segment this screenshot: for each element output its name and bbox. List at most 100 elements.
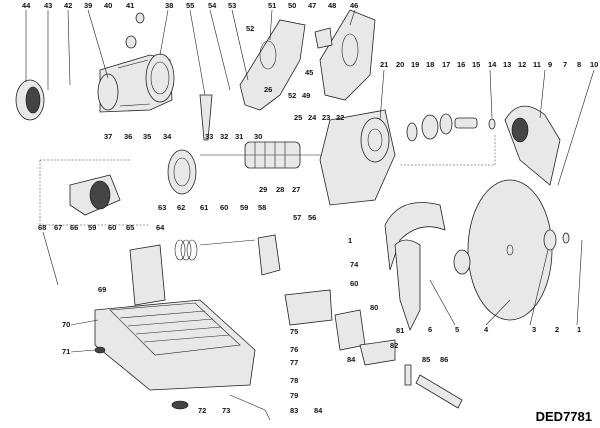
part-62-baffle bbox=[167, 149, 197, 195]
label-66: 66 bbox=[70, 223, 78, 232]
label-84: 84 bbox=[314, 406, 323, 415]
part-30-armature bbox=[200, 141, 340, 169]
label-1-top: 1 bbox=[348, 236, 352, 245]
part-55-grip bbox=[199, 94, 213, 141]
label-12: 12 bbox=[518, 60, 526, 69]
label-10: 10 bbox=[590, 60, 598, 69]
leader-lines bbox=[25, 9, 595, 353]
label-68: 68 bbox=[38, 223, 46, 232]
part-63-spring bbox=[174, 239, 198, 261]
label-39: 39 bbox=[84, 1, 92, 10]
label-42: 42 bbox=[64, 1, 72, 10]
label-74: 74 bbox=[350, 260, 359, 269]
part-76-vise-jaw bbox=[334, 309, 366, 351]
part-85-screw bbox=[404, 364, 412, 386]
label-52: 52 bbox=[246, 24, 254, 33]
label-43: 43 bbox=[44, 1, 52, 10]
part-71-foot bbox=[94, 346, 106, 354]
label-78: 78 bbox=[290, 376, 298, 385]
part-72-foot bbox=[171, 400, 189, 410]
label-34: 34 bbox=[163, 132, 172, 141]
label-46: 46 bbox=[350, 1, 358, 10]
label-63: 63 bbox=[158, 203, 166, 212]
label-27: 27 bbox=[292, 185, 300, 194]
label-61: 61 bbox=[200, 203, 208, 212]
label-71: 71 bbox=[62, 347, 70, 356]
part-2-washer bbox=[562, 232, 570, 244]
part-86-handle bbox=[415, 374, 463, 409]
label-47: 47 bbox=[308, 1, 316, 10]
label-60a: 60 bbox=[220, 203, 228, 212]
part-45-switch bbox=[314, 27, 333, 49]
label-49: 49 bbox=[302, 91, 310, 100]
label-45: 45 bbox=[305, 68, 313, 77]
part-21-gear-housing bbox=[319, 109, 396, 206]
label-13: 13 bbox=[503, 60, 511, 69]
label-29: 29 bbox=[259, 185, 267, 194]
label-38: 38 bbox=[165, 1, 173, 10]
callout-labels: 44 43 42 39 40 41 38 55 54 53 51 52 50 4… bbox=[22, 1, 598, 415]
label-32: 32 bbox=[220, 132, 228, 141]
label-18: 18 bbox=[426, 60, 434, 69]
label-77: 77 bbox=[290, 358, 298, 367]
label-30: 30 bbox=[254, 132, 262, 141]
part-58-bracket bbox=[257, 234, 281, 276]
label-14: 14 bbox=[488, 60, 497, 69]
label-37: 37 bbox=[104, 132, 112, 141]
label-40: 40 bbox=[104, 1, 112, 10]
label-44: 44 bbox=[22, 1, 31, 10]
label-56: 56 bbox=[308, 213, 316, 222]
label-54: 54 bbox=[208, 1, 217, 10]
label-82: 82 bbox=[390, 341, 398, 350]
label-6: 6 bbox=[428, 325, 432, 334]
part-3-flange bbox=[543, 229, 557, 251]
label-25: 25 bbox=[294, 113, 302, 122]
label-28: 28 bbox=[276, 185, 284, 194]
part-82-clamp bbox=[359, 339, 396, 366]
part-41-cap bbox=[135, 12, 145, 24]
label-83: 83 bbox=[290, 406, 298, 415]
label-3: 3 bbox=[532, 325, 536, 334]
label-33: 33 bbox=[205, 132, 213, 141]
label-79: 79 bbox=[290, 391, 298, 400]
label-48: 48 bbox=[328, 1, 336, 10]
label-64: 64 bbox=[156, 223, 165, 232]
part-5-flange bbox=[453, 249, 471, 275]
label-76: 76 bbox=[290, 345, 298, 354]
label-70: 70 bbox=[62, 320, 70, 329]
label-15: 15 bbox=[472, 60, 480, 69]
part-75-fence bbox=[284, 289, 333, 326]
label-24: 24 bbox=[308, 113, 317, 122]
label-72: 72 bbox=[198, 406, 206, 415]
label-31: 31 bbox=[235, 132, 243, 141]
label-23: 23 bbox=[322, 113, 330, 122]
label-67: 67 bbox=[54, 223, 62, 232]
label-59: 59 bbox=[88, 223, 96, 232]
part-9-upper-guard bbox=[504, 105, 561, 186]
part-40-bushing bbox=[125, 35, 137, 49]
label-26: 26 bbox=[264, 85, 272, 94]
label-35: 35 bbox=[143, 132, 151, 141]
label-16: 16 bbox=[457, 60, 465, 69]
label-62: 62 bbox=[177, 203, 185, 212]
label-69: 69 bbox=[98, 285, 106, 294]
part-70-base bbox=[94, 244, 256, 391]
model-code: DED7781 bbox=[535, 409, 592, 424]
label-58: 58 bbox=[258, 203, 266, 212]
label-11: 11 bbox=[533, 60, 541, 69]
label-8: 8 bbox=[577, 60, 581, 69]
part-73-wrench bbox=[229, 394, 271, 421]
part-51-handle-half bbox=[239, 19, 306, 111]
label-59a: 59 bbox=[240, 203, 248, 212]
label-53: 53 bbox=[228, 1, 236, 10]
part-4-blade bbox=[467, 179, 553, 321]
label-86: 86 bbox=[440, 355, 448, 364]
label-21: 21 bbox=[380, 60, 388, 69]
label-75: 75 bbox=[290, 327, 298, 336]
label-81: 81 bbox=[396, 326, 404, 335]
label-41: 41 bbox=[126, 1, 134, 10]
label-36: 36 bbox=[124, 132, 132, 141]
label-4: 4 bbox=[484, 325, 489, 334]
label-7: 7 bbox=[563, 60, 567, 69]
